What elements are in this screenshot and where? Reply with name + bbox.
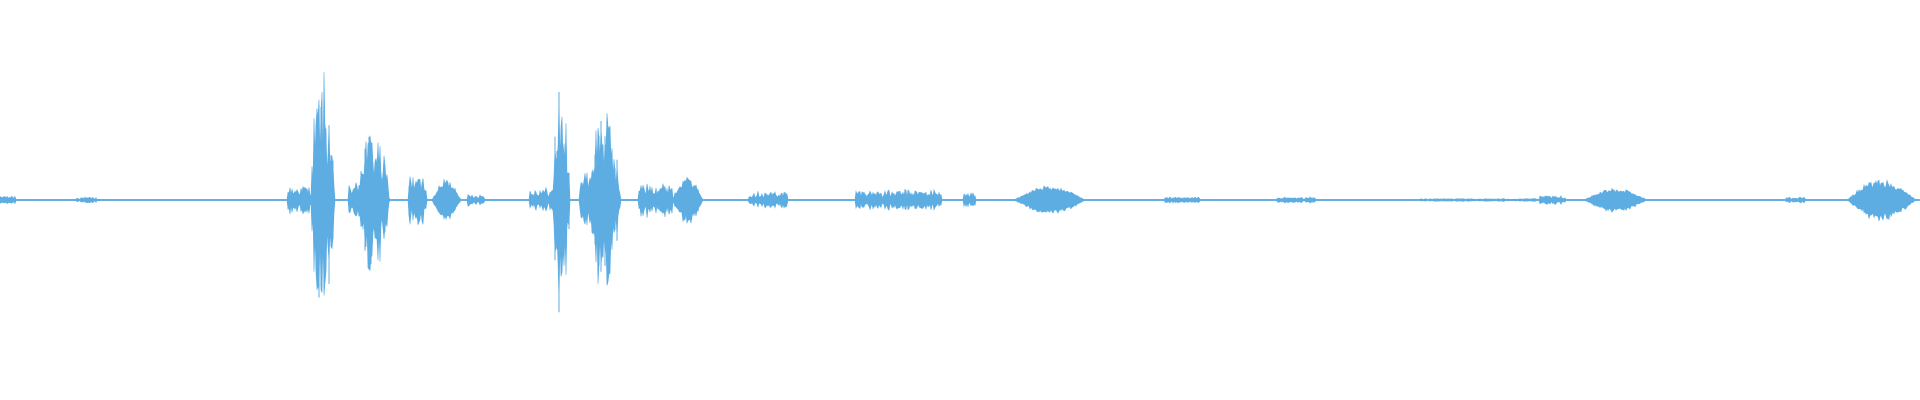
waveform-signal xyxy=(0,71,1920,303)
